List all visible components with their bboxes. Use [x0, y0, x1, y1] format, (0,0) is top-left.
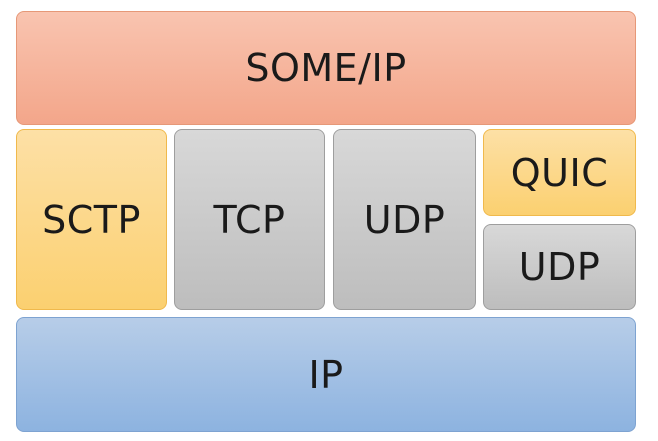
- sctp-layer-box: SCTP: [16, 129, 167, 310]
- ip-label: IP: [308, 352, 344, 397]
- udp-under-quic-label: UDP: [518, 245, 601, 289]
- udp-layer-box: UDP: [333, 129, 476, 310]
- ip-layer-box: IP: [16, 317, 636, 432]
- quic-layer-box: QUIC: [483, 129, 636, 216]
- someip-label: SOME/IP: [245, 46, 407, 90]
- someip-layer-box: SOME/IP: [16, 11, 636, 125]
- quic-label: QUIC: [510, 150, 609, 195]
- sctp-label: SCTP: [42, 197, 141, 242]
- udp-label: UDP: [363, 197, 446, 242]
- tcp-layer-box: TCP: [174, 129, 325, 310]
- udp-under-quic-layer-box: UDP: [483, 224, 636, 310]
- tcp-label: TCP: [213, 197, 286, 242]
